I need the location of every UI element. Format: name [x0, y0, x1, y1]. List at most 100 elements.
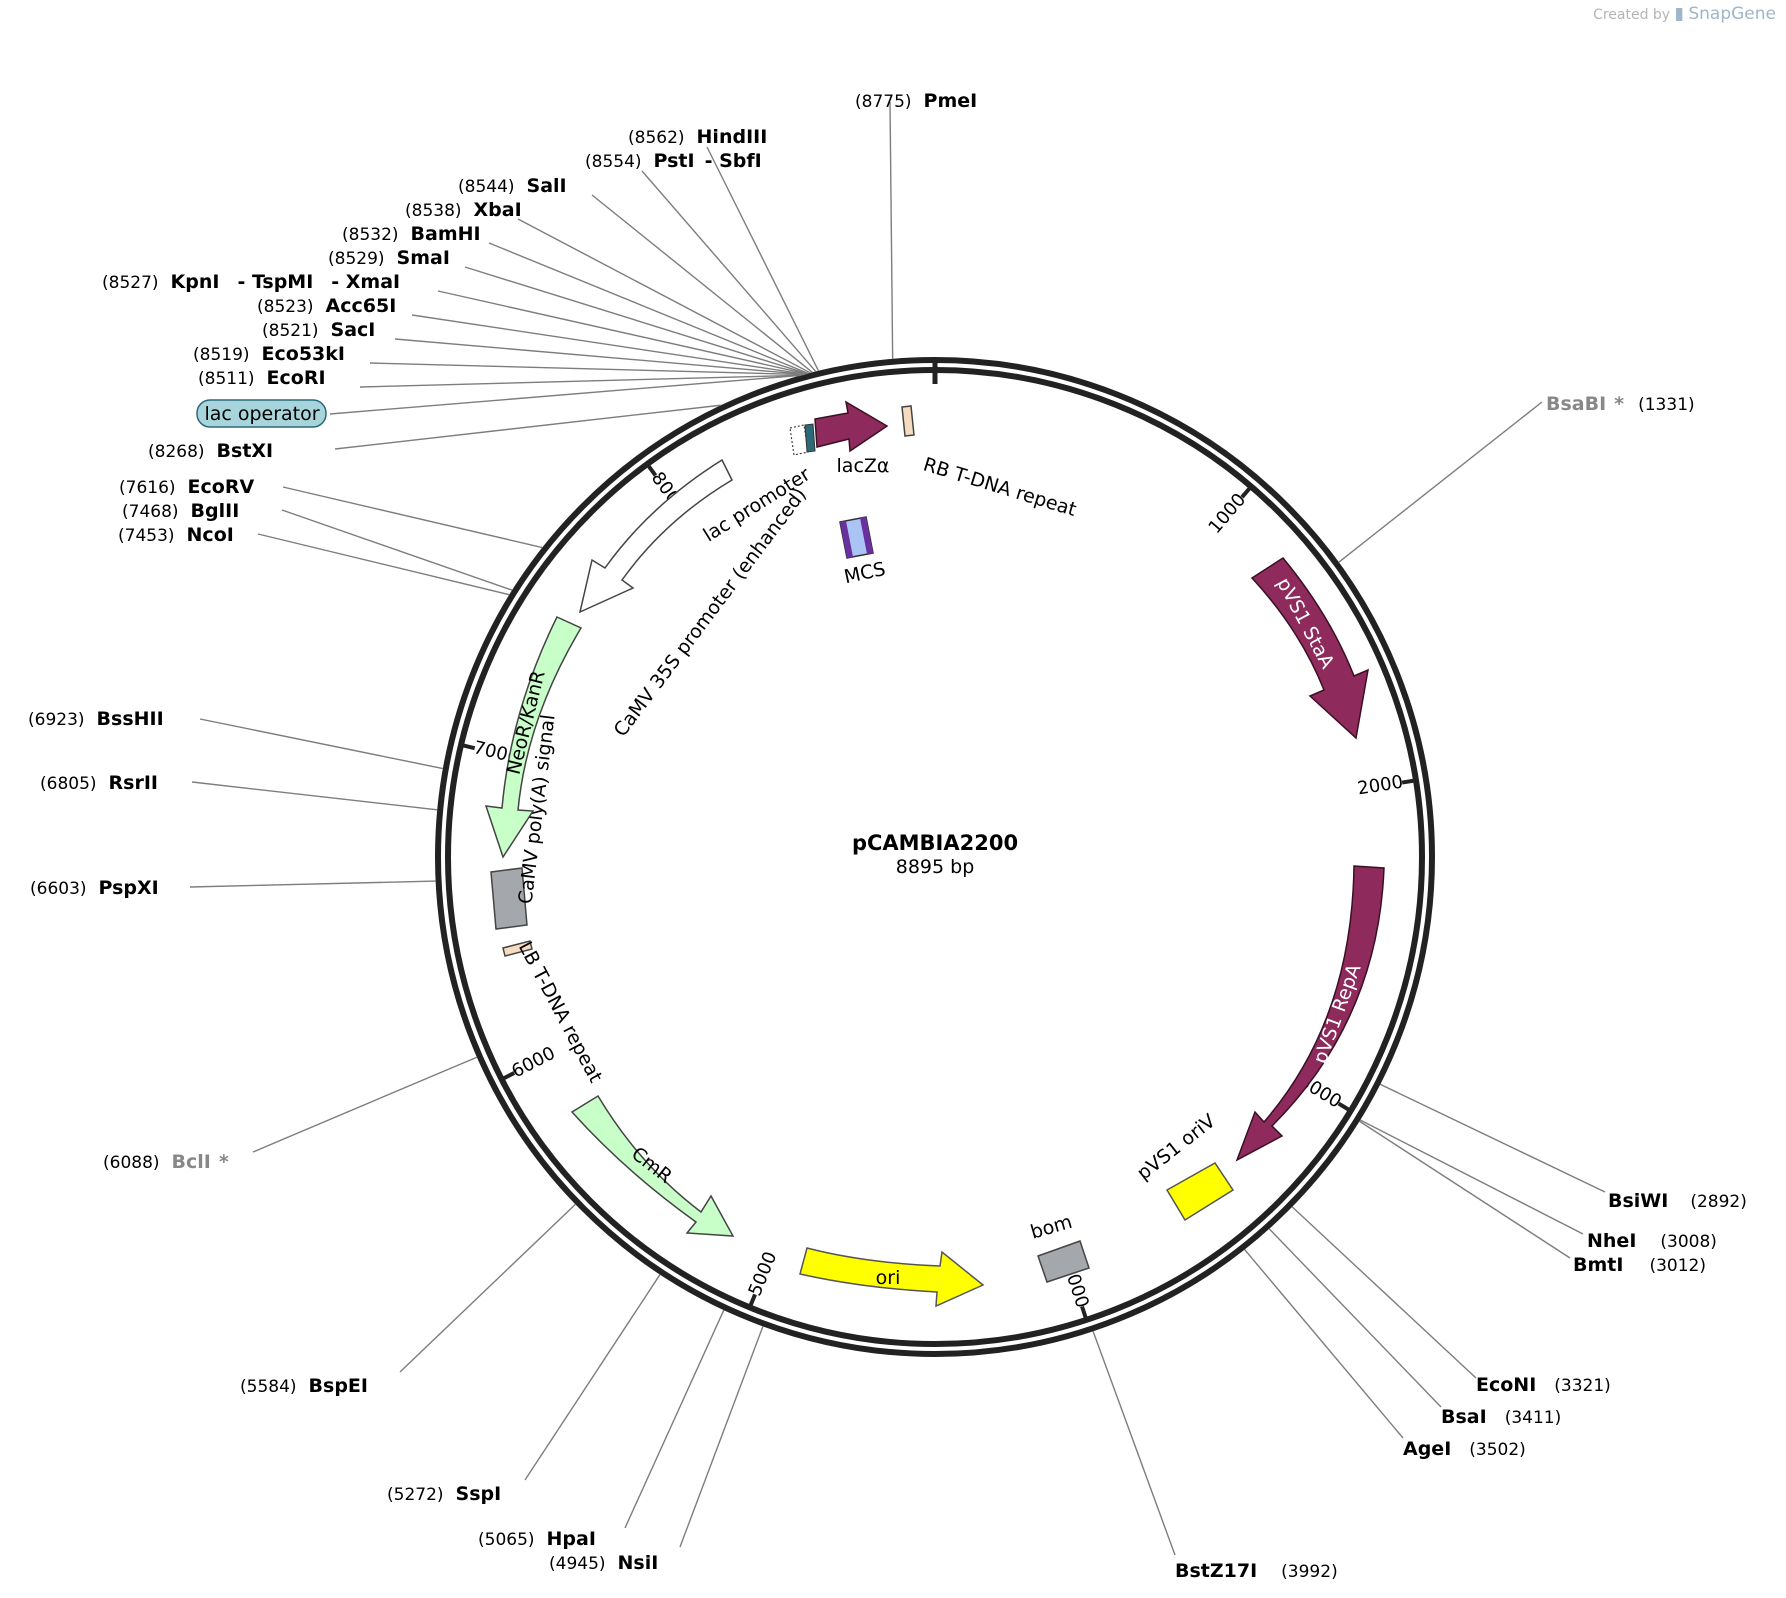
scale-tick-3000: [1337, 1101, 1354, 1114]
feature-lacza[interactable]: lacZα: [814, 400, 890, 477]
scale-tick-8000: [644, 461, 658, 477]
lac-operator-label-text: lac operator: [204, 403, 319, 425]
enzyme-leader-line: [199, 718, 444, 770]
enzyme-label-rsrii[interactable]: (6805)RsrII: [40, 772, 158, 794]
enzyme-leader-line: [1338, 401, 1543, 563]
scale-tick-5000: [747, 1293, 757, 1310]
enzyme-leader-line: [282, 486, 543, 549]
enzyme-label-bglii[interactable]: (7468)BglII: [122, 500, 239, 522]
enzyme-label-smai[interactable]: (8529)SmaI: [328, 247, 450, 269]
enzyme-label-sali[interactable]: (8544)SalI: [458, 175, 567, 197]
enzyme-label-psti[interactable]: (8554)PstI- SbfI: [585, 150, 762, 172]
enzyme-label-bmti[interactable]: BmtI(3012): [1573, 1254, 1706, 1276]
enzyme-leader-line: [1291, 1206, 1477, 1379]
watermark-prefix: Created by: [1593, 7, 1671, 23]
enzyme-label-bstz17i[interactable]: BstZ17I(3992): [1175, 1560, 1338, 1582]
enzyme-leader-line: [334, 404, 721, 450]
enzyme-leader-line: [1268, 1228, 1442, 1408]
enzyme-leader-line: [1092, 1331, 1176, 1556]
feature-bom[interactable]: bom: [1028, 1211, 1090, 1283]
snapgene-logo-icon: ▮: [1674, 4, 1684, 24]
enzyme-label-nhei[interactable]: NheI(3008): [1587, 1230, 1717, 1252]
enzyme-label-econi[interactable]: EcoNI(3321): [1476, 1374, 1611, 1396]
enzyme-label-ecorv[interactable]: (7616)EcoRV: [119, 476, 254, 498]
watermark-brand: SnapGene: [1688, 4, 1776, 24]
scale-tick-6000: [499, 1071, 516, 1083]
enzyme-label-bsai[interactable]: BsaI(3411): [1441, 1406, 1561, 1428]
enzyme-leader-line: [394, 338, 805, 376]
enzyme-leaders: [189, 101, 1606, 1556]
enzyme-label-bsshii[interactable]: (6923)BssHII: [28, 708, 164, 730]
enzyme-leader-line: [488, 242, 809, 374]
enzyme-leader-line: [1359, 1120, 1571, 1259]
feature-rb-tdna-repeat[interactable]: RB T-DNA repeat: [901, 405, 1079, 521]
enzyme-leader-line: [1380, 1083, 1606, 1193]
scale-label-5000: 5000: [745, 1249, 782, 1299]
scale-tick-4000: [1080, 1305, 1089, 1323]
feature-label-mcs: MCS: [842, 558, 887, 588]
enzyme-label-ecori[interactable]: (8511)EcoRI: [198, 367, 326, 389]
feature-label-rb-tdna-repeat: RB T-DNA repeat: [921, 454, 1079, 521]
feature-lac-operator-mark: [804, 423, 816, 453]
enzyme-leader-line: [257, 533, 510, 596]
enzyme-leader-line: [437, 290, 807, 375]
enzyme-label-eco53ki[interactable]: (8519)Eco53kI: [193, 343, 345, 365]
plasmid-name: pCAMBIA2200: [852, 831, 1018, 855]
enzyme-leader-line: [359, 374, 802, 388]
enzyme-label-bsabi[interactable]: BsaBI*(1331): [1546, 393, 1695, 415]
enzyme-label-agei[interactable]: AgeI(3502): [1403, 1438, 1526, 1460]
enzyme-leader-line: [641, 170, 817, 372]
enzyme-label-pmei[interactable]: (8775)PmeI: [855, 90, 977, 112]
enzyme-label-bcli[interactable]: (6088)BclI*: [103, 1151, 229, 1173]
feature-cmr[interactable]: CmR: [570, 1094, 735, 1237]
enzyme-leader-line: [517, 218, 811, 374]
scale-tick-2000: [1401, 778, 1419, 785]
enzyme-label-bamhi[interactable]: (8532)BamHI: [342, 223, 481, 245]
enzyme-label-ncoi[interactable]: (7453)NcoI: [118, 524, 234, 546]
enzyme-leader-line: [1359, 1119, 1584, 1235]
feature-mcs[interactable]: MCS: [839, 516, 887, 588]
enzyme-label-saci[interactable]: (8521)SacI: [262, 319, 375, 341]
feature-label-ori: ori: [876, 1267, 901, 1289]
enzyme-leader-line: [1244, 1249, 1404, 1439]
enzyme-leader-line: [399, 1203, 576, 1373]
enzyme-label-kpni[interactable]: (8527)KpnI- TspMI- XmaI: [102, 271, 400, 293]
lac-operator-label[interactable]: lac operator: [196, 399, 327, 428]
feature-label-bom: bom: [1028, 1211, 1075, 1244]
scale-tick-1000: [1240, 483, 1254, 499]
enzyme-leader-line: [624, 1309, 725, 1529]
enzyme-leader-line: [591, 194, 813, 373]
enzyme-leader-line: [281, 509, 513, 591]
enzyme-leader-line: [369, 362, 804, 376]
enzyme-label-pspxi[interactable]: (6603)PspXI: [30, 877, 159, 899]
enzyme-leader-line: [524, 1274, 661, 1481]
enzyme-leader-line: [464, 266, 808, 375]
snapgene-watermark: Created by ▮ SnapGene: [1593, 4, 1776, 24]
enzyme-label-hpai[interactable]: (5065)HpaI: [478, 1528, 596, 1550]
feature-ori[interactable]: ori: [799, 1247, 985, 1308]
enzyme-leader-line: [679, 1326, 764, 1548]
enzyme-label-hindiii[interactable]: (8562)HindIII: [628, 126, 767, 148]
enzyme-leader-line: [191, 781, 438, 811]
enzyme-label-xbai[interactable]: (8538)XbaI: [405, 199, 522, 221]
enzyme-label-bsiwi[interactable]: BsiWI(2892): [1608, 1190, 1747, 1212]
enzyme-label-nsii[interactable]: (4945)NsiI: [549, 1552, 658, 1574]
scale-label-2000: 2000: [1356, 772, 1405, 800]
feature-pvs1-oriv[interactable]: pVS1 oriV: [1133, 1110, 1235, 1222]
enzyme-label-acc65i[interactable]: (8523)Acc65I: [257, 295, 396, 317]
enzyme-leader-line: [889, 101, 894, 359]
enzyme-leader-line: [329, 374, 802, 415]
scale-label-6000: 6000: [508, 1043, 558, 1083]
feature-label-pvs1-repa: pVS1 RepA: [1309, 961, 1365, 1067]
enzyme-leader-line: [252, 1056, 478, 1153]
enzyme-label-bstxi[interactable]: (8268)BstXI: [148, 440, 273, 462]
enzyme-leader-line: [189, 880, 436, 888]
plasmid-length: 8895 bp: [896, 856, 975, 878]
enzyme-leader-line: [411, 314, 806, 375]
enzyme-label-sspi[interactable]: (5272)SspI: [387, 1483, 501, 1505]
enzyme-label-bspei[interactable]: (5584)BspEI: [240, 1375, 368, 1397]
scale-tick-7000: [458, 742, 476, 751]
feature-label-lacza: lacZα: [837, 455, 890, 477]
enzyme-leader-line: [706, 146, 820, 372]
